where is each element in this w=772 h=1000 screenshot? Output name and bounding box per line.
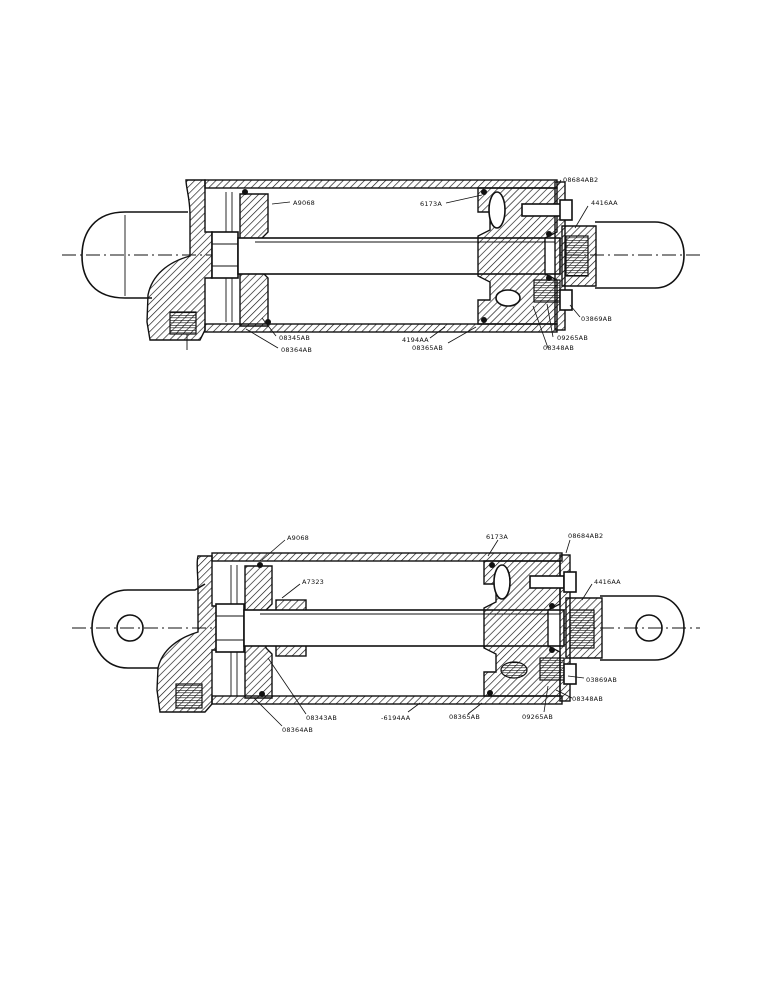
leader-1-6173a xyxy=(445,194,483,204)
label-2-03869ab: 03869AB xyxy=(586,676,617,684)
bolt-head-top-1 xyxy=(559,199,573,221)
leader-1-4194aa xyxy=(429,326,446,339)
barrel-bottom-wall-2 xyxy=(211,695,563,705)
bolt-head-top-2 xyxy=(563,571,577,593)
oring-2e xyxy=(549,603,555,609)
leader-2-03869ab xyxy=(567,675,585,679)
gland-port-1 xyxy=(488,191,506,229)
oring-2d xyxy=(487,690,493,696)
label-2-6173a: 6173A xyxy=(486,533,508,541)
gland-port-2 xyxy=(493,564,511,600)
leader-2-4416aa xyxy=(581,583,593,601)
oring-2c xyxy=(259,691,265,697)
bolt-head-bottom-1 xyxy=(559,289,573,311)
head-end-casting-1 xyxy=(146,179,213,341)
label-1-09265ab: 09265AB xyxy=(557,334,588,342)
label-2-08364ab: 08364AB xyxy=(282,726,313,734)
leader-2-09265ab xyxy=(543,685,549,713)
label-2-08365ab: 08365AB xyxy=(449,713,480,721)
leader-1-08365ab xyxy=(447,326,477,344)
label-2-08684ab2: 08684AB2 xyxy=(568,532,603,540)
barrel-top-wall-1 xyxy=(204,179,558,189)
left-clevis-2 xyxy=(91,583,206,669)
left-pin-hole-2 xyxy=(116,614,144,642)
label-2-a7323: A7323 xyxy=(302,578,324,586)
piston-nut-1 xyxy=(211,231,239,279)
cylinder-diagram-bottom: A9068 6173A 08684AB2 4416AA A7323 08343A… xyxy=(72,532,700,734)
label-1-08365ab: 08365AB xyxy=(412,344,443,352)
label-1-08345ab: 08345AB xyxy=(279,334,310,342)
leader-1-09265ab xyxy=(546,303,554,338)
oring-1d xyxy=(481,317,487,323)
leader-1-08364ab xyxy=(245,328,279,349)
oring-1b xyxy=(481,189,487,195)
leader-2-a9068 xyxy=(261,539,286,561)
label-1-03869ab: 03869AB xyxy=(581,315,612,323)
rod-eye-thread-2 xyxy=(569,609,595,649)
right-pin-hole-2 xyxy=(635,614,663,642)
port-fitting-2 xyxy=(175,683,203,709)
label-2-09265ab: 09265AB xyxy=(522,713,553,721)
label-2-a9068: A9068 xyxy=(287,534,309,542)
leader-2-a7323 xyxy=(281,583,301,599)
piston-nut-2 xyxy=(215,603,245,653)
leader-2-08684ab2 xyxy=(565,539,571,554)
leader-2-6173a xyxy=(487,539,499,557)
oring-1e xyxy=(546,231,552,237)
left-clevis-1 xyxy=(81,211,188,299)
bolt-top-2 xyxy=(529,575,565,589)
port-fitting-1 xyxy=(169,311,197,335)
leader-1-4416aa xyxy=(574,205,589,229)
label-1-08348ab: 08348AB xyxy=(543,344,574,352)
leader-1-03869ab xyxy=(569,304,581,318)
gland-slot-1 xyxy=(495,289,521,307)
barrel-bottom-wall-1 xyxy=(204,323,558,333)
leader-2-08343ab xyxy=(267,657,307,715)
label-1-08684ab2: 08684AB2 xyxy=(563,176,598,184)
leader-2-08365ab xyxy=(467,702,483,715)
oring-2a xyxy=(257,562,263,568)
leader-1-a9068 xyxy=(271,201,291,205)
oring-1c xyxy=(265,319,271,325)
gland-slot-2 xyxy=(500,661,528,679)
leader-2-08364ab xyxy=(253,697,283,727)
label-1-4416aa: 4416AA xyxy=(591,199,618,207)
oring-2f xyxy=(549,647,555,653)
barrel-top-wall-2 xyxy=(211,552,563,562)
leader-1-08345ab xyxy=(261,317,277,337)
oring-1f xyxy=(546,275,552,281)
rod-eye-2 xyxy=(600,595,685,661)
label-1-6173a: 6173A xyxy=(420,200,442,208)
leader-1-08684ab2 xyxy=(556,179,562,187)
bolt-bottom-2 xyxy=(539,657,565,681)
cylinder-diagram-top: A9068 6173A 08684AB2 4416AA 08345AB 0836… xyxy=(62,176,700,354)
label-2-08343ab: 08343AB xyxy=(306,714,337,722)
label-1-a9068: A9068 xyxy=(293,199,315,207)
label-1-4194aa: 4194AA xyxy=(402,336,429,344)
bolt-head-bottom-2 xyxy=(563,663,577,685)
label-1-08364ab: 08364AB xyxy=(281,346,312,354)
label-2-4194aa: -6194AA xyxy=(381,714,411,722)
leader-2-4194aa xyxy=(407,702,421,713)
rod-eye-1 xyxy=(595,221,685,289)
label-2-08348ab: 08348AB xyxy=(572,695,603,703)
head-end-casting-2 xyxy=(156,555,219,713)
oring-2b xyxy=(489,562,495,568)
bolt-bottom-1 xyxy=(533,279,561,303)
oring-1a xyxy=(242,189,248,195)
label-2-4416aa: 4416AA xyxy=(594,578,621,586)
leader-1-08348ab xyxy=(532,305,549,349)
bolt-top-1 xyxy=(521,203,563,217)
rod-eye-thread-1 xyxy=(565,235,589,277)
leader-2-08348ab xyxy=(555,689,573,699)
